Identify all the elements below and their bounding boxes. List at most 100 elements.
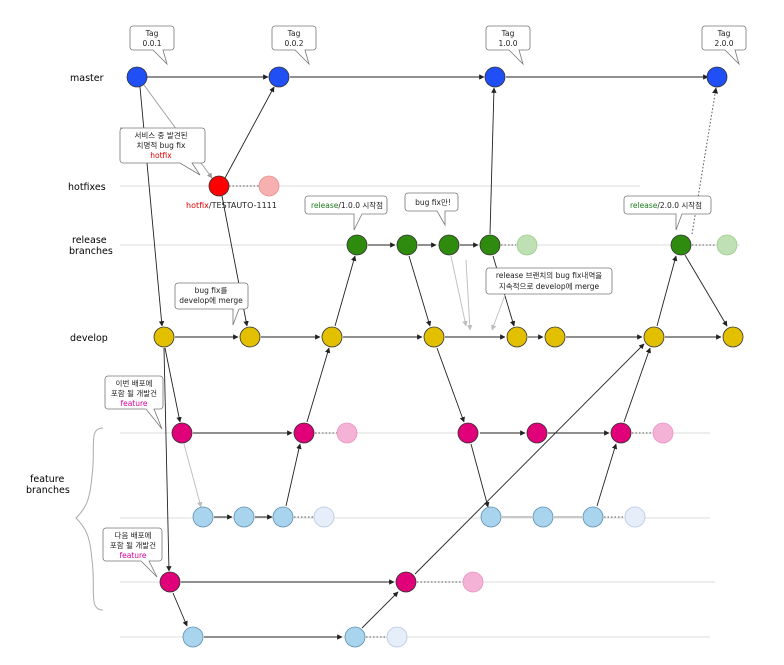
commit-feature-a-1[interactable] xyxy=(171,422,193,444)
svg-text:서비스 중 발견된: 서비스 중 발견된 xyxy=(134,130,187,140)
tag-callouts: Tag 0.0.1 Tag 0.0.2 Tag 1.0.0 Tag 2.0.0 xyxy=(129,25,747,66)
tag-0-0-2: Tag 0.0.2 xyxy=(271,25,317,66)
commit-hotfix[interactable] xyxy=(208,175,230,197)
commit-release-1[interactable] xyxy=(346,234,368,256)
commit-develop-6[interactable] xyxy=(544,326,566,348)
commit-feature-b-faded[interactable] xyxy=(313,506,335,528)
note-callouts: 서비스 중 발견된 치명적 bug fix hotfix hotfix/TEST… xyxy=(102,127,712,578)
svg-text:포함 될 개발건: 포함 될 개발건 xyxy=(110,540,156,550)
commit-release2-faded[interactable] xyxy=(716,234,738,256)
commit-feature-c-1[interactable] xyxy=(159,571,181,593)
commit-feature-a-2[interactable] xyxy=(293,422,315,444)
svg-text:다음 배포에: 다음 배포에 xyxy=(115,531,152,540)
commit-develop-8[interactable] xyxy=(722,326,744,348)
lane-guides xyxy=(120,185,740,638)
tag-label: Tag xyxy=(287,29,301,38)
commit-feature-c-faded[interactable] xyxy=(462,571,484,593)
callout-bugfix-only: bug fix만! xyxy=(404,192,459,227)
edge-develop-to-release xyxy=(334,255,357,327)
tag-2-0-0: Tag 2.0.0 xyxy=(701,25,747,66)
svg-text:feature: feature xyxy=(119,551,146,560)
edge-develop-to-release2 xyxy=(656,255,678,327)
commit-feature-d-2[interactable] xyxy=(526,422,548,444)
commit-release-2-0-0[interactable] xyxy=(670,234,692,256)
commit-feature-d-1[interactable] xyxy=(457,422,479,444)
tag-label: Tag xyxy=(501,29,515,38)
commit-feature-b-1[interactable] xyxy=(192,506,214,528)
commit-develop-3[interactable] xyxy=(321,326,343,348)
svg-text:develop에 merge: develop에 merge xyxy=(179,296,243,305)
edge-feature-d-to-e xyxy=(470,443,490,508)
tag-label: Tag xyxy=(145,29,159,38)
tag-0-0-1: Tag 0.0.1 xyxy=(129,25,175,66)
commit-master-0-0-2[interactable] xyxy=(268,66,290,88)
commit-release-faded[interactable] xyxy=(516,234,538,256)
feature-brace xyxy=(75,427,104,611)
callout-feature-later: 다음 배포에 포함 될 개발건 feature xyxy=(102,527,163,578)
commit-feature-d-3[interactable] xyxy=(610,422,632,444)
edge-feature-c-to-f xyxy=(172,592,188,627)
arrow-bugfix-only xyxy=(465,259,473,331)
commit-develop-7[interactable] xyxy=(643,326,665,348)
callout-hotfix-note: 서비스 중 발견된 치명적 bug fix hotfix xyxy=(119,127,206,176)
commit-develop-5[interactable] xyxy=(506,326,528,348)
commit-master-0-0-1[interactable] xyxy=(126,66,148,88)
svg-text:치명적 bug fix: 치명적 bug fix xyxy=(137,140,186,150)
commit-release-3[interactable] xyxy=(438,234,460,256)
callout-bugfix-merge: bug fix를 develop에 merge xyxy=(174,282,249,326)
arrow-release-merge xyxy=(491,294,506,331)
lane-label-release-1: release xyxy=(72,235,107,246)
commit-feature-b-2[interactable] xyxy=(233,506,255,528)
svg-text:bug fix만!: bug fix만! xyxy=(415,198,451,207)
commit-feature-f-faded[interactable] xyxy=(386,626,408,648)
commit-master-2-0-0[interactable] xyxy=(706,66,728,88)
lane-label-feature-2: branches xyxy=(26,485,70,496)
svg-text:release/2.0.0 시작점: release/2.0.0 시작점 xyxy=(630,200,702,210)
edge-feature-b-to-a xyxy=(285,443,302,507)
tag-label: Tag xyxy=(717,29,731,38)
commit-release-4[interactable] xyxy=(479,234,501,256)
commit-nodes xyxy=(126,66,744,648)
commit-feature-e-3[interactable] xyxy=(582,506,604,528)
tag-version: 0.0.1 xyxy=(142,39,161,48)
svg-text:포함 될 개발건: 포함 될 개발건 xyxy=(111,388,157,398)
lane-label-develop: develop xyxy=(70,333,108,344)
edge-release2-to-develop xyxy=(684,254,728,327)
svg-text:feature: feature xyxy=(120,399,147,408)
commit-feature-d-faded[interactable] xyxy=(652,422,674,444)
svg-text:bug fix를: bug fix를 xyxy=(195,286,228,295)
edge-feature-a-to-b xyxy=(183,443,203,508)
commit-feature-c-2[interactable] xyxy=(395,571,417,593)
commit-master-1-0-0[interactable] xyxy=(484,66,506,88)
svg-text:이번 배포에: 이번 배포에 xyxy=(116,378,153,388)
lane-label-hotfixes: hotfixes xyxy=(68,182,106,193)
commit-feature-f-2[interactable] xyxy=(344,626,366,648)
commit-feature-e-1[interactable] xyxy=(480,506,502,528)
label-hotfix-branch: hotfix/TESTAUTO-1111 xyxy=(186,201,277,210)
commit-feature-e-2[interactable] xyxy=(532,506,554,528)
commit-feature-f-1[interactable] xyxy=(182,626,204,648)
commit-develop-2[interactable] xyxy=(239,326,261,348)
svg-text:release/1.0.0 시작점: release/1.0.0 시작점 xyxy=(311,200,383,210)
commit-feature-b-3[interactable] xyxy=(272,506,294,528)
commit-develop-1[interactable] xyxy=(153,326,175,348)
commit-develop-4[interactable] xyxy=(423,326,445,348)
svg-text:hotfix/TESTAUTO-1111: hotfix/TESTAUTO-1111 xyxy=(186,201,277,210)
callout-release-merge: release 브랜치의 bug fix내역을 지속적으로 develop에 m… xyxy=(485,267,613,295)
svg-text:release 브랜치의 bug fix내역을: release 브랜치의 bug fix내역을 xyxy=(496,270,602,280)
tag-1-0-0: Tag 1.0.0 xyxy=(485,25,531,66)
edge-hotfix-to-master xyxy=(224,86,275,179)
edge-master-to-develop xyxy=(139,86,165,327)
svg-text:hotfix: hotfix xyxy=(150,151,172,160)
tag-version: 2.0.0 xyxy=(714,39,733,48)
commit-feature-a-faded[interactable] xyxy=(336,422,358,444)
commit-release-2[interactable] xyxy=(396,234,418,256)
commit-feature-e-faded[interactable] xyxy=(624,506,646,528)
edge-develop-to-feature-c xyxy=(163,347,172,572)
lane-label-master: master xyxy=(70,73,104,84)
commit-hotfix-faded[interactable] xyxy=(258,175,280,197)
callout-release-100: release/1.0.0 시작점 xyxy=(304,195,388,231)
edge-develop-to-feature-a xyxy=(164,347,182,423)
edge-feature-f-to-c xyxy=(361,591,399,629)
